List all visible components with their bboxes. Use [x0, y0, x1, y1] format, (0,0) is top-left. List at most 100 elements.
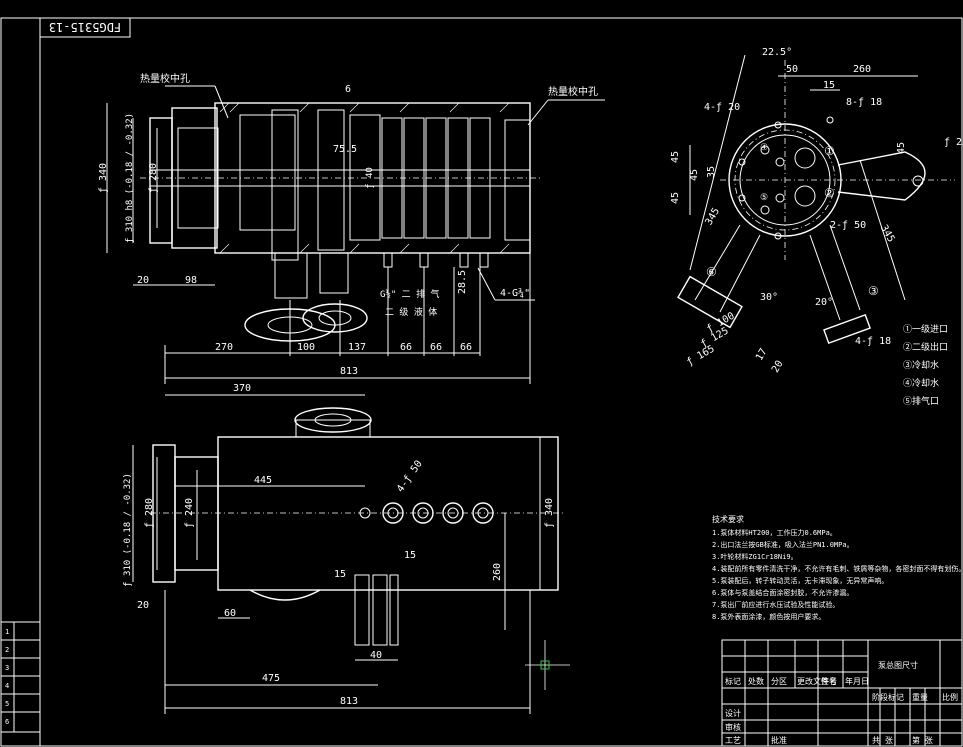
note-line: 6.泵体与泵盖结合面涂密封胶，不允许渗漏。 [712, 588, 853, 597]
tb-cell: 设计 [725, 708, 741, 718]
note-line: 1.泵体材料HT200，工作压力0.6MPa。 [712, 528, 837, 537]
pipe-label-1: G½" 二 排 气 [380, 288, 440, 300]
dim-top-d310: ƒ 310 (-0.18 / -0.32) [123, 473, 133, 587]
notes-title: 技术要求 [712, 514, 744, 524]
dim-4-d50: 4-ƒ 50 [395, 459, 425, 495]
dim-28-5: 28.5 [457, 270, 468, 294]
dim-35: 35 [706, 166, 717, 178]
port-label-4: ④ [760, 143, 768, 153]
dim-260-top: 260 [492, 563, 503, 581]
title-block-title: 泵总图尺寸 [878, 660, 918, 670]
legend-1: ①一级进口 [903, 323, 948, 335]
rev-cell: 3 [5, 664, 9, 672]
dim-40: 40 [370, 650, 382, 661]
dim-4-d18: 4-ƒ 18 [855, 336, 891, 347]
port-label-1: ① [824, 144, 835, 158]
front-left-callout: 热量校中孔 [140, 72, 190, 85]
dim-20deg: 20° [815, 297, 833, 308]
tb-cell: 批准 [771, 735, 787, 745]
dim-20: 20 [137, 275, 149, 286]
legend-4: ④冷却水 [903, 377, 939, 389]
front-right-callout: 热量校中孔 [548, 85, 598, 98]
dim-45d: 45 [896, 142, 907, 154]
dim-top-d340: ƒ 340 [544, 498, 555, 528]
drawing-frame [39, 17, 963, 747]
note-line: 5.泵装配后，转子转动灵活，无卡滞现象，无异常声响。 [712, 576, 888, 585]
side-view: 22.5° 50 15 260 4-ƒ 20 8-ƒ 18 45 45 35 4… [670, 47, 963, 407]
note-line: 3.叶轮材料ZG1Cr18Ni9。 [712, 552, 798, 561]
dim-4-g34: 4-G¾" [500, 287, 530, 299]
front-section-view: 热量校中孔 热量校中孔 ƒ 340 ƒ 310 h8 (-0.18 / -0.3… [98, 72, 605, 384]
tb-cell: 共 张 [872, 736, 893, 745]
legend-5: ⑤排气口 [903, 395, 939, 407]
dim-60: 60 [224, 608, 236, 619]
legend-2: ②二级出口 [903, 341, 948, 353]
dim-75-5: 75.5 [333, 144, 357, 155]
dim-front-d280: ƒ 280 [148, 163, 159, 193]
dim-813-top: 813 [340, 696, 358, 707]
drawing-number-box: FDG5315-13 [39, 17, 131, 38]
dim-45b: 45 [689, 169, 700, 181]
dim-front-d340: ƒ 340 [98, 163, 109, 193]
dim-445: 445 [254, 475, 272, 486]
dim-98: 98 [185, 275, 197, 286]
dim-270: 270 [215, 342, 233, 353]
cursor-crosshair-icon [525, 640, 570, 690]
dim-17: 17 [754, 347, 770, 363]
port-label-2: ② [824, 186, 835, 200]
dim-475: 475 [262, 673, 280, 684]
tb-cell: 签名 [821, 676, 837, 686]
tb-cell: 处数 [748, 676, 764, 686]
note-line: 4.装配前所有零件清洗干净，不允许有毛刺、铁屑等杂物，各密封面不得有划伤。 [712, 564, 963, 573]
note-line: 8.泵外表面涂漆，颜色按用户要求。 [712, 612, 825, 621]
dim-30deg: 30° [760, 292, 778, 303]
dim-813-front: 813 [340, 366, 358, 377]
port-label-3: ③ [868, 284, 879, 298]
rev-cell: 1 [5, 628, 9, 636]
title-block: 泵总图尺寸 标记 处数 分区 更改文件号 签名 年月日 设计 审核 工艺 批准 … [721, 639, 963, 747]
dim-22-5deg: 22.5° [762, 47, 792, 58]
dim-top-d240: ƒ 240 [184, 498, 195, 528]
dim-66c: 66 [460, 342, 472, 353]
rev-cell: 4 [5, 682, 9, 690]
dim-137: 137 [348, 342, 366, 353]
port-label-6: ⑥ [706, 265, 717, 279]
dim-345b: 345 [878, 223, 897, 244]
dim-15-side: 15 [823, 80, 835, 91]
tb-cell: 比例 [942, 692, 958, 702]
dim-4-d20: 4-ƒ 20 [704, 102, 740, 113]
legend-3: ③冷却水 [903, 359, 939, 371]
rev-cell: 5 [5, 700, 9, 708]
dim-15a: 15 [404, 550, 416, 561]
dim-15b: 15 [334, 569, 346, 580]
rev-cell: 6 [5, 718, 9, 726]
dim-345a: 345 [704, 206, 723, 227]
top-view: 370 445 4-ƒ 50 ƒ 340 ƒ 310 (-0.18 / -0.3… [123, 383, 565, 714]
dim-2-d50: 2-ƒ 50 [830, 220, 866, 231]
dim-100: 100 [297, 342, 315, 353]
sheet-border [0, 17, 963, 747]
dim-d165: ƒ 165 [685, 344, 717, 369]
port-label-5: ⑤ [760, 193, 768, 203]
note-line: 7.泵出厂前应进行水压试验及性能试验。 [712, 600, 839, 609]
dim-6: 6 [345, 84, 351, 95]
dim-50-side: 50 [786, 64, 798, 75]
tb-cell: 审核 [725, 722, 741, 732]
dim-370: 370 [233, 383, 251, 394]
dim-20-top: 20 [137, 600, 149, 611]
note-line: 2.出口法兰按GB标准，吸入法兰PN1.0MPa。 [712, 540, 854, 549]
tb-cell: 第 张 [912, 735, 933, 745]
tb-cell: 阶段标记 [872, 692, 904, 702]
dim-260-side: 260 [853, 64, 871, 75]
tb-cell: 年月日 [845, 676, 869, 686]
tb-cell: 分区 [771, 677, 787, 686]
tb-cell: 更改文件号 [797, 676, 837, 686]
dim-8-d18: 8-ƒ 18 [846, 97, 882, 108]
dim-20-side: 20 [770, 359, 786, 375]
tb-cell: 工艺 [725, 736, 741, 745]
pipe-label-2: 二 级 液 体 [385, 306, 437, 318]
dim-d25: ƒ 25 [944, 137, 963, 148]
rev-cell: 2 [5, 646, 9, 654]
tb-cell: 标记 [725, 676, 741, 686]
